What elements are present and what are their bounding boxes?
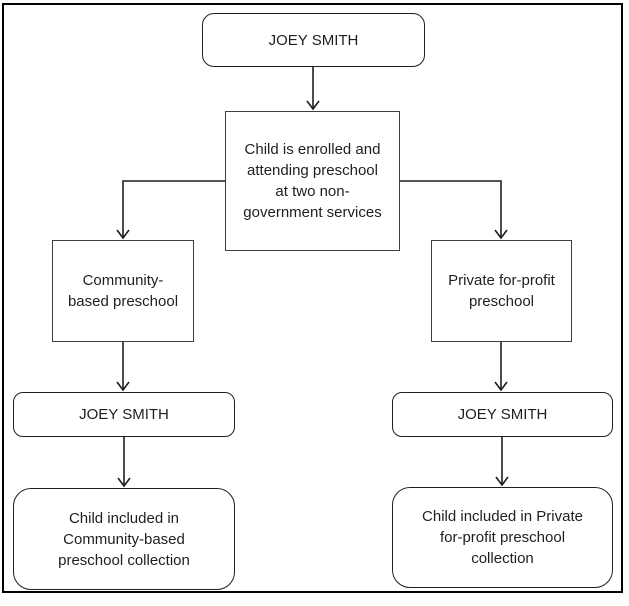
edge-enrolled-community: [116, 180, 225, 240]
node-label-line: Private for-profit: [448, 272, 555, 289]
node-label-line: Child included in Private: [422, 508, 583, 525]
node-label-line: Community-based: [63, 530, 185, 548]
node-label-line: Community-: [82, 272, 164, 289]
node-label-line: Child included in: [68, 509, 180, 527]
node-label: JOEY SMITH: [79, 406, 169, 423]
node-label-line: preschool: [468, 293, 535, 310]
node-label: JOEY SMITH: [268, 31, 359, 49]
node-label-line: attending preschool: [247, 162, 378, 179]
node-label-line: Child is enrolled and: [244, 141, 381, 158]
node-label-line: based preschool: [67, 293, 179, 310]
node-label-line: for-profit preschool: [439, 529, 566, 546]
flowchart-frame: [2, 3, 623, 593]
node-label: JOEY SMITH: [457, 406, 548, 423]
edge-enrolled-private: [400, 180, 508, 240]
node-private-collection: Child included in Private for-profit pre…: [392, 487, 613, 588]
node-top-joey-smith: JOEY SMITH: [202, 13, 425, 67]
node-label-line: preschool collection: [58, 551, 190, 569]
node-label-line: government services: [243, 204, 382, 221]
node-label-line: collection: [471, 550, 534, 567]
node-community-preschool: Community- based preschool: [52, 240, 194, 342]
node-private-preschool: Private for-profit preschool: [431, 240, 572, 342]
node-right-joey-smith: JOEY SMITH: [392, 392, 613, 437]
node-community-collection: Child included in Community-based presch…: [13, 488, 235, 590]
node-child-enrolled: Child is enrolled and attending preschoo…: [225, 111, 400, 251]
node-label-line: at two non-: [275, 183, 350, 200]
node-left-joey-smith: JOEY SMITH: [13, 392, 235, 437]
